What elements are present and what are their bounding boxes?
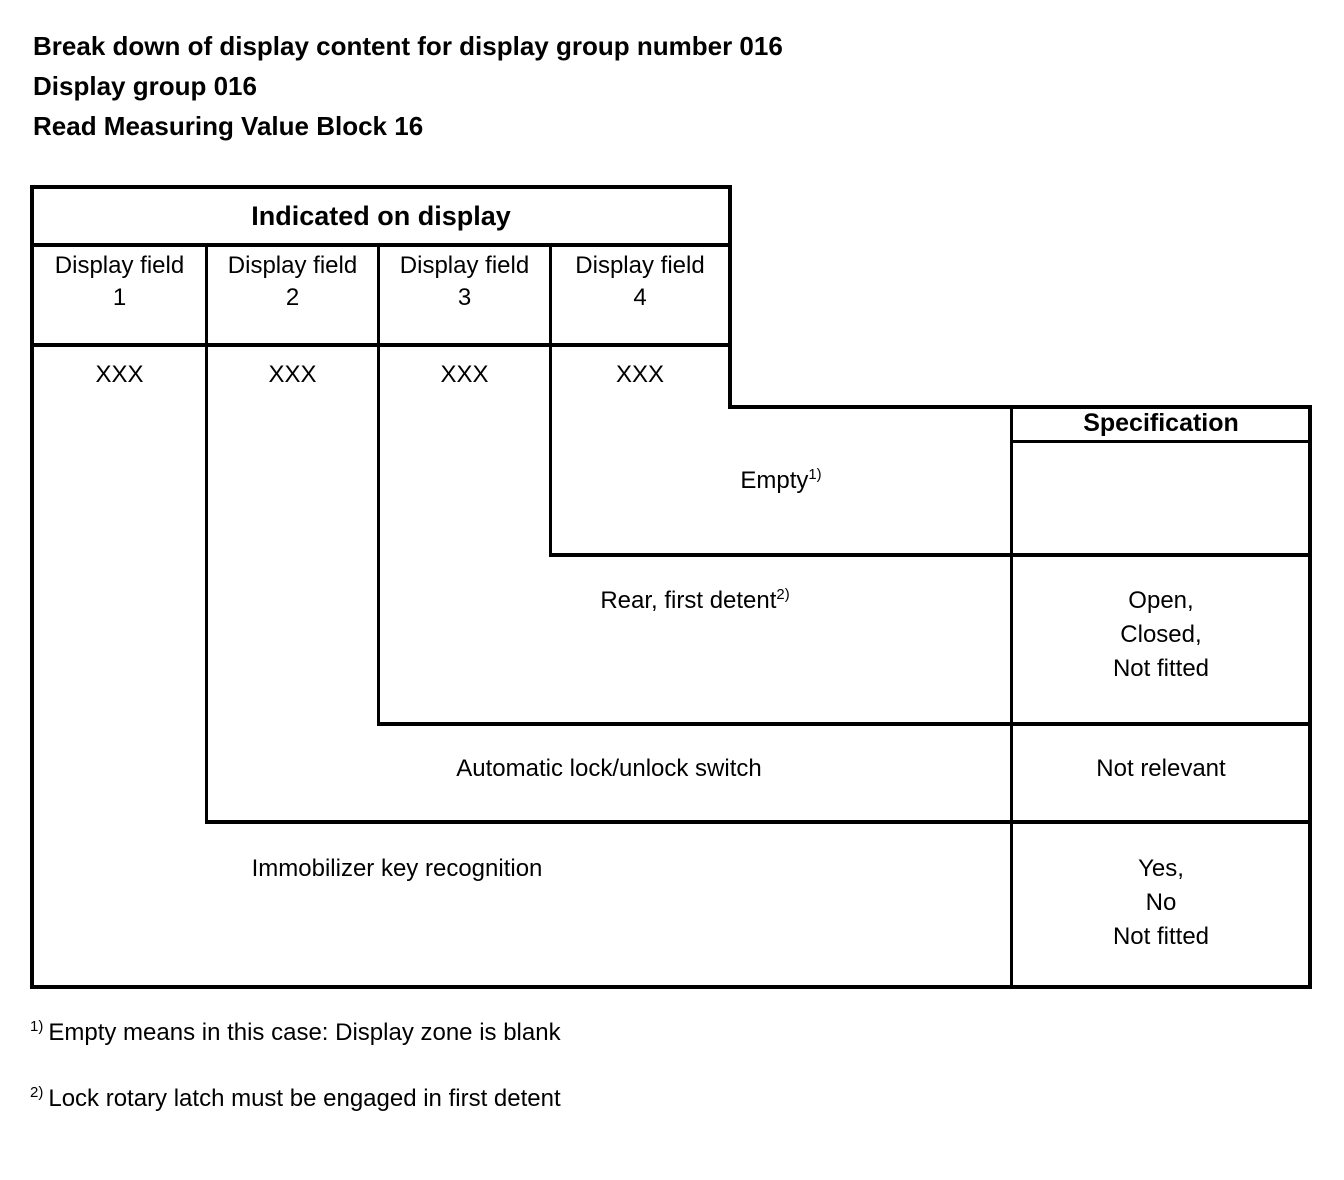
group-header-bottom-rule	[30, 243, 732, 247]
footnote-2: 2)Lock rotary latch must be engaged in f…	[30, 1084, 1230, 1114]
footnote-2-mark: 2)	[30, 1084, 44, 1101]
title-line-1: Break down of display content for displa…	[33, 31, 783, 61]
display-field-value-label-3: XXX	[440, 361, 489, 388]
footnote-2-text: Lock rotary latch must be engaged in fir…	[48, 1085, 561, 1112]
row-description-empty: Empty1)	[552, 409, 1010, 553]
footnote-1: 1)Empty means in this case: Display zone…	[30, 1018, 1230, 1048]
title-line-3: Read Measuring Value Block 16	[33, 111, 424, 141]
row-description-auto-lock: Automatic lock/unlock switch	[208, 752, 1010, 820]
footnotes-block: 1)Empty means in this case: Display zone…	[30, 1018, 1230, 1150]
specification-value-immobilizer: Yes, No Not fitted	[1014, 852, 1308, 985]
display-block-right-edge	[728, 185, 732, 409]
display-field-value-2: XXX	[208, 359, 377, 405]
step-rule-rear-detent-bottom	[377, 722, 1312, 726]
table-border-right	[1308, 405, 1312, 989]
row-description-label-empty: Empty1)	[740, 467, 822, 494]
display-field-value-label-2: XXX	[268, 361, 317, 388]
table-border-left	[30, 185, 34, 989]
row-description-label-rear-detent: Rear, first detent2)	[600, 587, 790, 614]
specification-value-label-auto-lock: Not relevant	[1096, 755, 1226, 782]
specification-column-divider	[1010, 405, 1013, 989]
table-border-bottom	[30, 985, 1312, 989]
field-label-bottom-rule	[30, 343, 732, 347]
display-field-value-4: XXX	[552, 359, 728, 405]
title-line-2: Display group 016	[33, 71, 257, 101]
footnote-1-mark: 1)	[30, 1018, 44, 1035]
footnote-1-text: Empty means in this case: Display zone i…	[48, 1019, 561, 1046]
display-field-value-1: XXX	[34, 359, 205, 405]
spec-header-bottom-rule	[1010, 440, 1311, 443]
page-title: Break down of display content for displa…	[33, 26, 1133, 146]
footnote-ref-1: 1)	[808, 467, 822, 483]
specification-value-auto-lock: Not relevant	[1014, 752, 1308, 820]
display-field-value-label-1: XXX	[95, 361, 144, 388]
row-description-label-immobilizer: Immobilizer key recognition	[251, 855, 543, 882]
specification-value-rear-detent: Open, Closed, Not fitted	[1014, 584, 1308, 722]
group-header-label: Indicated on display	[251, 201, 511, 231]
group-header-cell: Indicated on display	[34, 189, 728, 243]
step-rule-auto-lock-bottom	[205, 820, 1312, 824]
specification-value-label-rear-detent: Open, Closed, Not fitted	[1112, 587, 1210, 682]
row-description-label-auto-lock: Automatic lock/unlock switch	[456, 755, 762, 782]
step-rule-empty-bottom	[549, 553, 1312, 557]
row-description-immobilizer: Immobilizer key recognition	[34, 852, 760, 985]
specification-value-label-immobilizer: Yes, No Not fitted	[1112, 855, 1210, 950]
column-divider-1	[205, 243, 208, 820]
step-rule-xxx-bottom	[728, 405, 1312, 409]
specification-value-empty	[1014, 444, 1308, 553]
footnote-ref-2: 2)	[776, 587, 790, 603]
row-description-rear-detent: Rear, first detent2)	[380, 584, 1010, 722]
display-field-value-label-4: XXX	[615, 361, 665, 388]
specification-header-label: Specification	[1083, 408, 1239, 437]
column-divider-3	[549, 243, 552, 553]
column-divider-2	[377, 243, 380, 722]
display-field-value-3: XXX	[380, 359, 549, 405]
table-border-top	[30, 185, 732, 189]
specification-header-cell: Specification	[1014, 405, 1308, 440]
